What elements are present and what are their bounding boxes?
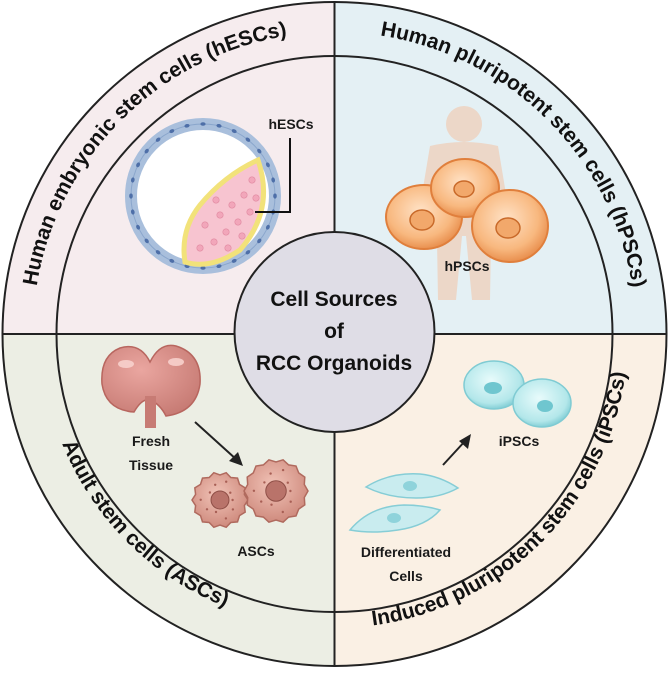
icm-cell	[249, 177, 255, 183]
differentiated-cells-label-line1: Differentiated	[361, 544, 451, 560]
icm-cell	[211, 239, 217, 245]
pluripotent-cell-right	[472, 190, 548, 262]
icm-cell	[217, 212, 223, 218]
hescs-label: hESCs	[268, 116, 313, 132]
trophoblast-nucleus	[200, 122, 205, 126]
icm-cell	[235, 219, 241, 225]
icm-cell	[213, 197, 219, 203]
center-title-line1: Cell Sources	[270, 288, 397, 311]
hpscs-label: hPSCs	[444, 258, 489, 274]
center-title-line2: of	[324, 320, 345, 343]
icm-cell	[225, 245, 231, 251]
icm-cell	[239, 233, 245, 239]
icm-cell	[253, 195, 259, 201]
differentiated-cells-label-line2: Cells	[389, 568, 423, 584]
icm-cell	[202, 222, 208, 228]
ipscs-label: iPSCs	[499, 433, 540, 449]
ascs-label: ASCs	[237, 543, 275, 559]
center-title-line3: RCC Organoids	[256, 352, 412, 375]
icm-cell	[197, 245, 203, 251]
ipsc-cell-right	[513, 379, 571, 427]
trophoblast-nucleus	[129, 193, 133, 198]
icm-cell	[247, 209, 253, 215]
icm-cell	[229, 202, 235, 208]
trophoblast-nucleus	[273, 193, 277, 198]
fresh-tissue-label-line2: Tissue	[129, 457, 173, 473]
icm-cell	[241, 192, 247, 198]
fresh-tissue-label-line1: Fresh	[132, 433, 170, 449]
icm-cell	[223, 229, 229, 235]
